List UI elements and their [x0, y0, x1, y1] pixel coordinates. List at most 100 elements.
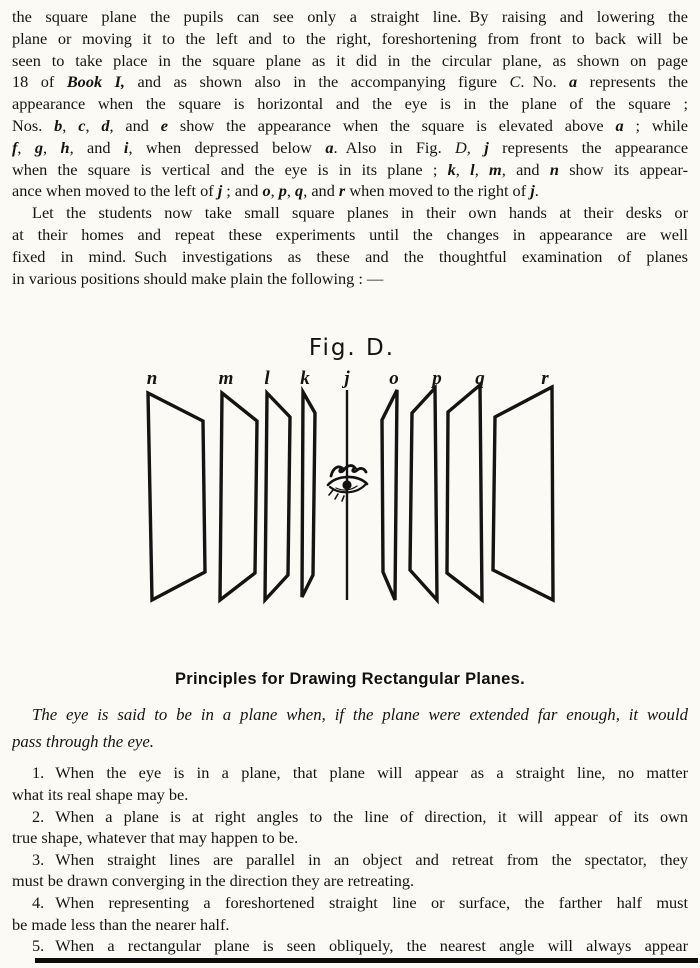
plane-label-k: k	[300, 368, 310, 389]
text-segment: ; while	[623, 115, 688, 135]
text-line: must be drawn converging in the directio…	[12, 870, 688, 892]
figure-title: Fig. D.	[309, 335, 395, 361]
text-segment: seen to take place in the square plane a…	[12, 50, 688, 70]
text-segment: the square plane the pupils can see only…	[12, 7, 688, 26]
text-line: appearance when the square is horizontal…	[12, 93, 688, 115]
text-segment: represents the appearance	[488, 137, 688, 157]
scan-edge-bar	[35, 958, 698, 963]
text-segment: , and	[501, 159, 550, 179]
text-segment: When straight lines are parallel in an o…	[55, 849, 688, 869]
paragraph-foreshortening: the square plane the pupils can see only…	[0, 0, 700, 202]
text-segment: l	[470, 159, 475, 179]
text-segment: at their homes and repeat these experime…	[12, 224, 688, 244]
principle-item: 5.When a rectangular plane is seen obliq…	[12, 935, 688, 957]
eye-icon	[326, 464, 369, 503]
text-line: 4. When representing a foreshortened stra…	[12, 892, 688, 914]
text-segment: fixed in mind. Such investigations as th…	[12, 246, 688, 266]
text-segment: n	[549, 159, 559, 179]
plane-o	[380, 389, 399, 602]
plane-k	[300, 386, 317, 599]
text-segment: C	[509, 72, 521, 92]
text-segment: 1.	[32, 763, 45, 783]
text-segment: When a rectangular plane is seen oblique…	[55, 936, 688, 956]
text-line: in various positions should make plain t…	[12, 268, 688, 290]
principle-item: 1. When the eye is in a plane, that plane…	[12, 762, 688, 805]
text-segment: , and	[303, 181, 339, 201]
text-segment: when moved to the right of	[345, 181, 531, 201]
text-line: be made less than the nearer half.	[12, 914, 688, 936]
text-segment: h	[60, 137, 70, 157]
plane-label-l: l	[264, 368, 270, 389]
text-segment: ,	[43, 137, 61, 157]
text-segment: show the appearance when the square is e…	[168, 115, 616, 135]
text-segment: must be drawn converging in the directio…	[12, 871, 415, 891]
text-line: the square plane the pupils can see only…	[12, 6, 688, 28]
plane-p	[408, 384, 439, 605]
text-segment: ,	[270, 181, 279, 201]
plane-label-q: q	[475, 368, 485, 389]
text-segment: appearance when the square is horizontal…	[12, 94, 688, 114]
text-segment: o	[262, 181, 271, 201]
text-segment: Nos.	[12, 115, 55, 135]
text-segment: j	[484, 137, 489, 157]
principle-item: 2. When a plane is at right angles to the…	[12, 806, 688, 849]
text-segment: a	[615, 115, 624, 135]
text-segment: and as shown also in the accompanying fi…	[124, 72, 510, 92]
text-segment: When a plane is at right angles to the l…	[55, 806, 688, 826]
text-segment: When the eye is in a plane, that plane w…	[55, 763, 688, 783]
text-segment: 4.	[32, 892, 45, 912]
text-segment: ,	[17, 137, 35, 157]
text-line: 18 of Book I, and as shown also in the a…	[12, 71, 688, 93]
plane-n	[146, 390, 207, 604]
text-segment: ,	[474, 159, 490, 179]
text-segment: .	[534, 181, 539, 201]
text-segment: m	[489, 159, 502, 179]
plane-m	[218, 389, 259, 604]
text-segment: c	[78, 115, 86, 135]
text-segment: when the square is vertical and the eye …	[12, 159, 448, 179]
plane-r	[491, 384, 555, 604]
text-segment: p	[278, 181, 287, 201]
text-segment: ,	[286, 181, 296, 201]
text-segment: , when depressed below	[128, 137, 326, 157]
text-segment: j	[217, 181, 223, 201]
plane-label-p: p	[430, 368, 442, 389]
text-segment: j	[530, 181, 535, 201]
text-segment: D	[455, 137, 467, 157]
plane-label-m: m	[219, 368, 234, 389]
text-segment: be made less than the nearer half.	[12, 914, 230, 934]
text-segment: d	[101, 115, 110, 135]
text-line: 3. When straight lines are parallel in an…	[12, 849, 688, 871]
text-segment: ance when moved to the left of	[12, 181, 218, 201]
principle-item: 4. When representing a foreshortened stra…	[12, 892, 688, 935]
text-segment: 3.	[32, 849, 45, 869]
text-segment: show its appear-	[558, 159, 688, 179]
text-line: pass through the eye.	[12, 729, 688, 756]
text-segment: ,	[62, 115, 79, 135]
principle-item: 3. When straight lines are parallel in an…	[12, 849, 688, 892]
text-segment: g	[34, 137, 44, 157]
text-line: 5.When a rectangular plane is seen obliq…	[12, 935, 688, 957]
text-segment: , and	[69, 137, 124, 157]
plane-label-o: o	[389, 368, 399, 389]
text-line: when the square is vertical and the eye …	[12, 159, 688, 181]
text-segment: represents the	[577, 72, 688, 92]
figure-caption: Principles for Drawing Rectangular Plane…	[174, 670, 526, 689]
text-segment: When representing a foreshortened straig…	[55, 892, 688, 912]
text-segment: ; and	[222, 181, 263, 201]
plane-l	[263, 389, 292, 605]
text-segment: q	[295, 181, 304, 201]
text-segment: The eye is said to be in a plane when, i…	[32, 705, 688, 725]
text-segment: ,	[85, 115, 102, 135]
text-line: at their homes and repeat these experime…	[12, 224, 688, 246]
text-line: 1. When the eye is in a plane, that plane…	[12, 762, 688, 784]
plane-label-n: n	[147, 368, 158, 389]
text-segment: . Also in Fig.	[333, 137, 456, 157]
text-segment: what its real shape may be.	[12, 784, 189, 804]
text-line: Nos. b, c, d, and e show the appearance …	[12, 115, 688, 137]
text-line: Let the students now take small square p…	[12, 202, 688, 224]
text-segment: 2.	[32, 806, 45, 826]
text-segment: ,	[455, 159, 471, 179]
